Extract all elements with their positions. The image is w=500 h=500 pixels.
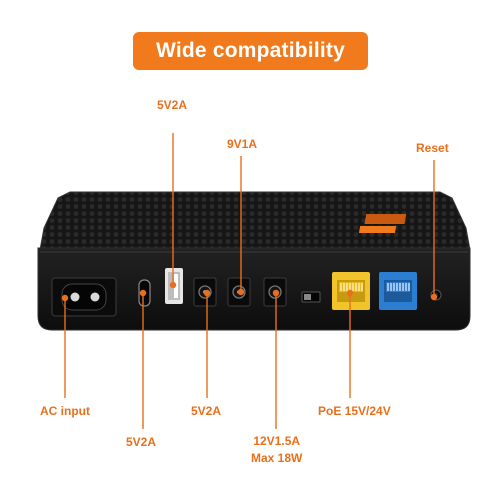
label-reset: Reset — [416, 141, 449, 155]
label-dc-5v2a: 5V2A — [191, 404, 222, 418]
label-12v-output: 12V1.5A Max 18W — [251, 433, 302, 467]
wide-compatibility-banner: Wide compatibility — [133, 32, 368, 70]
label-12v1-5a: 12V1.5A — [253, 434, 301, 448]
brand-logo-icon — [358, 214, 407, 233]
voltage-switch-icon — [301, 291, 321, 303]
label-max-18w: Max 18W — [251, 451, 303, 465]
ac-socket-icon — [51, 277, 117, 317]
label-9v1a: 9V1A — [227, 137, 258, 151]
label-typec-5v2a: 5V2A — [126, 435, 157, 449]
label-usb-5v2a: 5V2A — [157, 98, 188, 112]
callout-lines — [61, 133, 438, 429]
rj45-port-icon — [379, 272, 417, 310]
device-top-surface — [39, 191, 471, 251]
label-ac-input: AC input — [40, 404, 90, 418]
label-poe: PoE 15V/24V — [318, 404, 391, 418]
